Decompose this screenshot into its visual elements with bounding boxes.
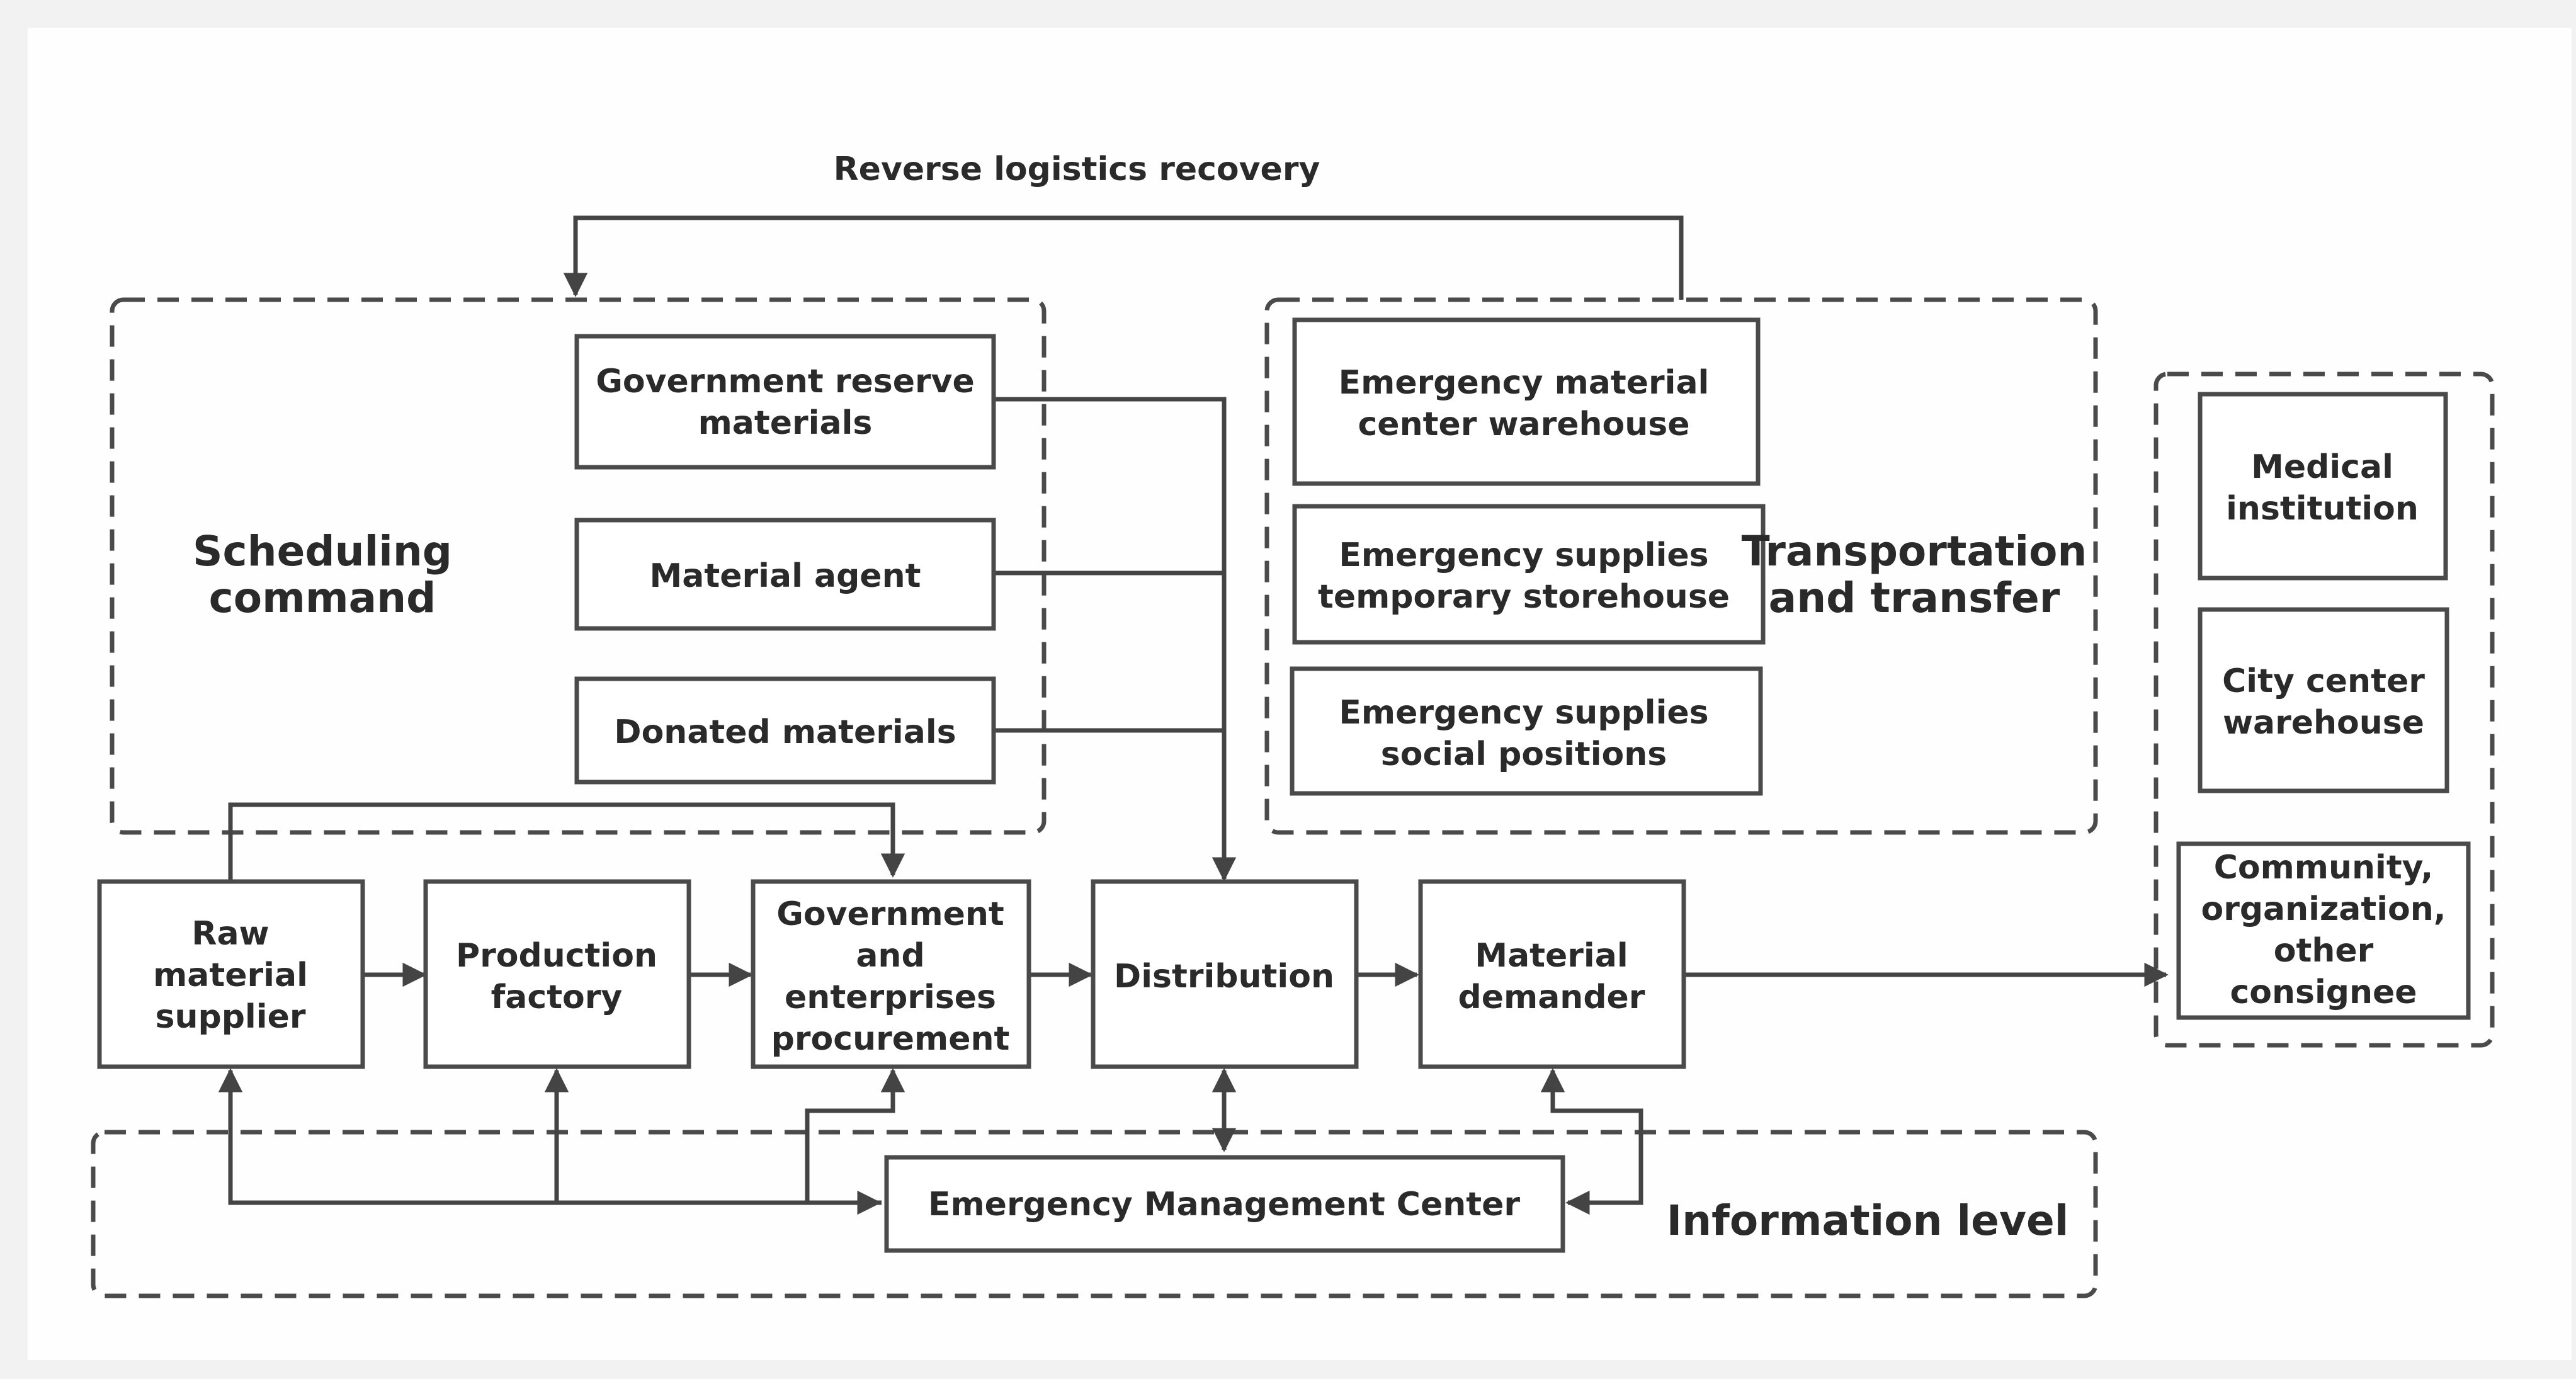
production-box bbox=[423, 879, 691, 1069]
transportation-transfer-group bbox=[1264, 297, 2098, 835]
gov-procurement-box bbox=[751, 879, 1031, 1069]
center-warehouse-box bbox=[1292, 317, 1761, 486]
gov-reserve-box bbox=[574, 334, 996, 470]
consignee-group bbox=[2153, 372, 2495, 1048]
information-level-group bbox=[91, 1130, 2098, 1298]
emc-to-procurement-arrow bbox=[805, 1068, 905, 1203]
emc-label: Emergency Management Center bbox=[928, 1186, 1520, 1223]
social-positions-box bbox=[1290, 666, 1763, 796]
demander-box bbox=[1418, 879, 1686, 1069]
information-label: Information level bbox=[1667, 1196, 2069, 1245]
distribution-label: Distribution bbox=[1114, 958, 1334, 996]
raw-supplier-box bbox=[97, 879, 365, 1069]
demander-emc-bidirectional-arrow bbox=[1540, 1068, 1643, 1215]
reverse-logistics-arrow bbox=[563, 215, 1684, 300]
material-agent-label: Material agent bbox=[650, 557, 921, 595]
reverse-logistics-label: Reverse logistics recovery bbox=[834, 150, 1320, 188]
city-center-box bbox=[2198, 607, 2449, 793]
scheduling-command-group bbox=[110, 297, 1047, 835]
donated-box bbox=[574, 676, 996, 785]
temp-storehouse-box bbox=[1292, 504, 1766, 645]
material-agent-box bbox=[574, 518, 996, 631]
community-box bbox=[2176, 841, 2471, 1020]
gov-reserve-to-distribution-arrow bbox=[994, 397, 1237, 882]
connectors bbox=[218, 215, 2169, 1215]
distribution-box bbox=[1091, 879, 1359, 1069]
donated-label: Donated materials bbox=[614, 713, 956, 751]
medical-box bbox=[2198, 392, 2448, 581]
emc-box bbox=[884, 1155, 1565, 1253]
supplier-to-procurement-arrow bbox=[228, 802, 905, 882]
